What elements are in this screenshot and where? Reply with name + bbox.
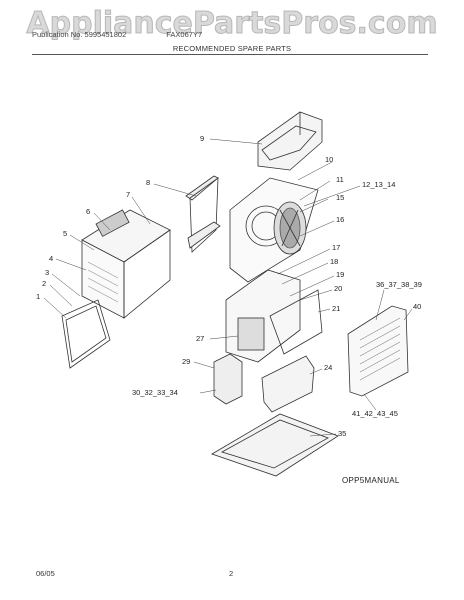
label-part-20: 20 — [334, 284, 342, 293]
model-number: FAX067Y7 — [166, 30, 203, 39]
part-1-front-frame — [61, 299, 111, 369]
footer-date: 06/05 — [36, 569, 55, 578]
manual-code: OPP5MANUAL — [342, 476, 400, 485]
part-35-base-pan — [211, 413, 339, 477]
label-part-5: 5 — [63, 229, 67, 238]
part-labels: 9 10 11 12_13_14 15 16 8 7 6 5 4 3 2 1 1… — [36, 134, 422, 438]
label-part-10: 10 — [325, 155, 333, 164]
part-8-side-panel — [185, 175, 221, 253]
label-part-9: 9 — [200, 134, 204, 143]
label-part-6: 6 — [86, 207, 90, 216]
footer-page-number: 2 — [229, 569, 234, 578]
label-part-19: 19 — [336, 270, 344, 279]
label-part-12-14: 12_13_14 — [362, 180, 395, 189]
publication-number: Publication No. 5995451802 — [32, 30, 127, 39]
header-line: Publication No. 5995451802 FAX067Y7 — [32, 30, 428, 39]
part-16-blower-wheel — [273, 201, 307, 255]
label-part-17: 17 — [332, 243, 340, 252]
label-part-24: 24 — [324, 363, 332, 372]
part-9-top-bracket — [257, 111, 323, 171]
label-part-2: 2 — [42, 279, 46, 288]
label-part-21: 21 — [332, 304, 340, 313]
label-part-30-34: 30_32_33_34 — [132, 388, 178, 397]
label-part-18: 18 — [330, 257, 338, 266]
label-part-15: 15 — [336, 193, 344, 202]
label-part-8: 8 — [146, 178, 150, 187]
part-29-control-box — [213, 353, 243, 405]
page-subtitle: RECOMMENDED SPARE PARTS — [172, 44, 292, 53]
leader-lines — [43, 138, 413, 437]
header-divider — [32, 54, 428, 55]
part-24-drain-pan — [261, 355, 315, 413]
label-part-36-39: 36_37_38_39 — [376, 280, 422, 289]
label-part-1: 1 — [36, 292, 40, 301]
label-part-16: 16 — [336, 215, 344, 224]
label-part-4: 4 — [49, 254, 53, 263]
label-part-40: 40 — [413, 302, 421, 311]
label-part-29: 29 — [182, 357, 190, 366]
label-part-7: 7 — [126, 190, 130, 199]
label-part-11: 11 — [336, 175, 344, 184]
label-part-41-45: 41_42_43_45 — [352, 409, 398, 418]
label-part-27: 27 — [196, 334, 204, 343]
part-17-coil-assembly — [225, 269, 323, 363]
part-5-cabinet-housing — [81, 209, 171, 319]
part-40-front-grille — [347, 305, 409, 397]
label-part-3: 3 — [45, 268, 49, 277]
label-part-35: 35 — [338, 429, 346, 438]
